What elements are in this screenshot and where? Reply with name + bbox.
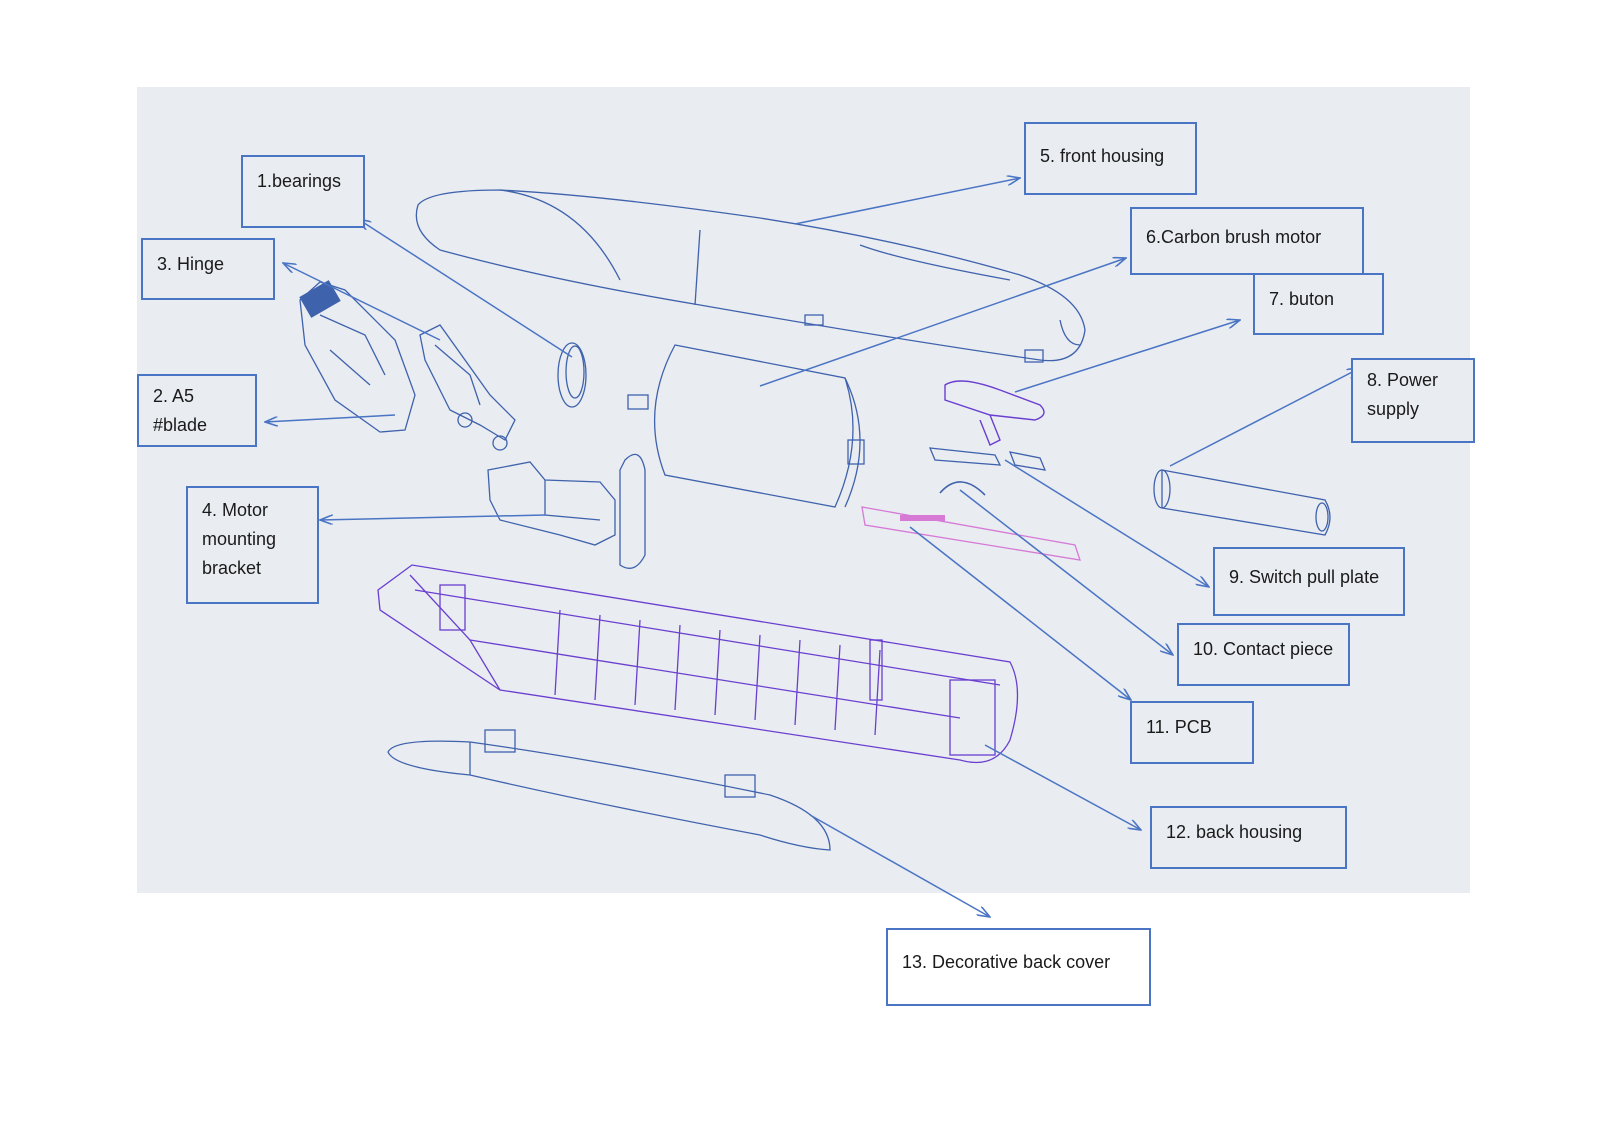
label-blade-text-1: 2. A5 — [153, 386, 195, 406]
leader-arrow-power-supply — [1169, 368, 1360, 467]
label-contact-piece: 10. Contact piece — [1177, 623, 1350, 686]
label-switch-pull-plate: 9. Switch pull plate — [1213, 547, 1405, 616]
leader-arrow-pcb — [909, 526, 1131, 700]
label-motor-bracket-text-1: 4. Motor — [202, 500, 269, 520]
label-hinge: 3. Hinge — [141, 238, 275, 300]
leader-arrow-button — [1014, 320, 1240, 393]
leader-arrow-front-housing — [794, 178, 1020, 225]
leader-arrow-contact-piece — [959, 489, 1173, 655]
label-power-supply: 8. Power supply — [1351, 358, 1475, 443]
label-carbon-brush-motor: 6.Carbon brush motor — [1130, 207, 1364, 275]
label-button-text: 7. buton — [1269, 289, 1335, 309]
leader-arrow-hinge — [283, 263, 441, 341]
decorative-back-cover-part — [387, 729, 831, 851]
carbon-brush-motor-part — [627, 344, 865, 508]
label-pcb: 11. PCB — [1130, 701, 1254, 764]
label-back-housing: 12. back housing — [1150, 806, 1347, 869]
label-power-supply-text-1: 8. Power — [1367, 370, 1439, 390]
label-hinge-text: 3. Hinge — [157, 254, 225, 274]
front-housing-part — [415, 189, 1086, 363]
button-part — [944, 380, 1045, 446]
label-motor-bracket-text-3: bracket — [202, 558, 262, 578]
leader-arrow-decorative-back-cover — [809, 814, 990, 917]
leader-arrow-back-housing — [984, 744, 1141, 830]
leader-arrow-carbon-brush-motor — [759, 258, 1126, 387]
label-decorative-back-cover: 13. Decorative back cover — [886, 928, 1151, 1006]
label-decorative-back-cover-text: 13. Decorative back cover — [902, 952, 1111, 972]
label-front-housing: 5. front housing — [1024, 122, 1197, 195]
leader-arrow-bearings — [358, 219, 573, 358]
label-switch-pull-plate-text: 9. Switch pull plate — [1229, 567, 1380, 587]
contact-piece-part — [939, 481, 986, 496]
label-blade-text-2: #blade — [153, 415, 208, 435]
hinge-part — [419, 324, 516, 451]
label-blade: 2. A5 #blade — [137, 374, 257, 447]
power-supply-part — [1153, 469, 1331, 536]
leader-arrow-switch-pull-plate — [1004, 459, 1209, 587]
leader-arrow-blade — [265, 414, 396, 422]
bearing-part — [557, 342, 587, 408]
label-button: 7. buton — [1253, 273, 1384, 335]
label-bearings: 1.bearings — [241, 155, 365, 228]
label-contact-piece-text: 10. Contact piece — [1193, 639, 1334, 659]
switch-pull-plate-part — [928, 447, 1047, 471]
label-motor-bracket-text-2: mounting — [202, 529, 277, 549]
label-bearings-text: 1.bearings — [257, 171, 342, 191]
blade-part — [299, 280, 416, 433]
label-carbon-brush-motor-text: 6.Carbon brush motor — [1146, 227, 1322, 247]
pcb-part — [861, 506, 1081, 561]
label-power-supply-text-2: supply — [1367, 399, 1420, 419]
label-front-housing-text: 5. front housing — [1040, 146, 1165, 166]
label-motor-mounting-bracket: 4. Motor mounting bracket — [186, 486, 319, 604]
motor-mounting-bracket-part — [487, 453, 646, 569]
label-back-housing-text: 12. back housing — [1166, 822, 1303, 842]
back-housing-part — [377, 564, 1019, 764]
leader-arrows — [265, 178, 1360, 917]
label-pcb-text: 11. PCB — [1146, 717, 1212, 737]
leader-arrow-motor-bracket — [320, 514, 546, 520]
